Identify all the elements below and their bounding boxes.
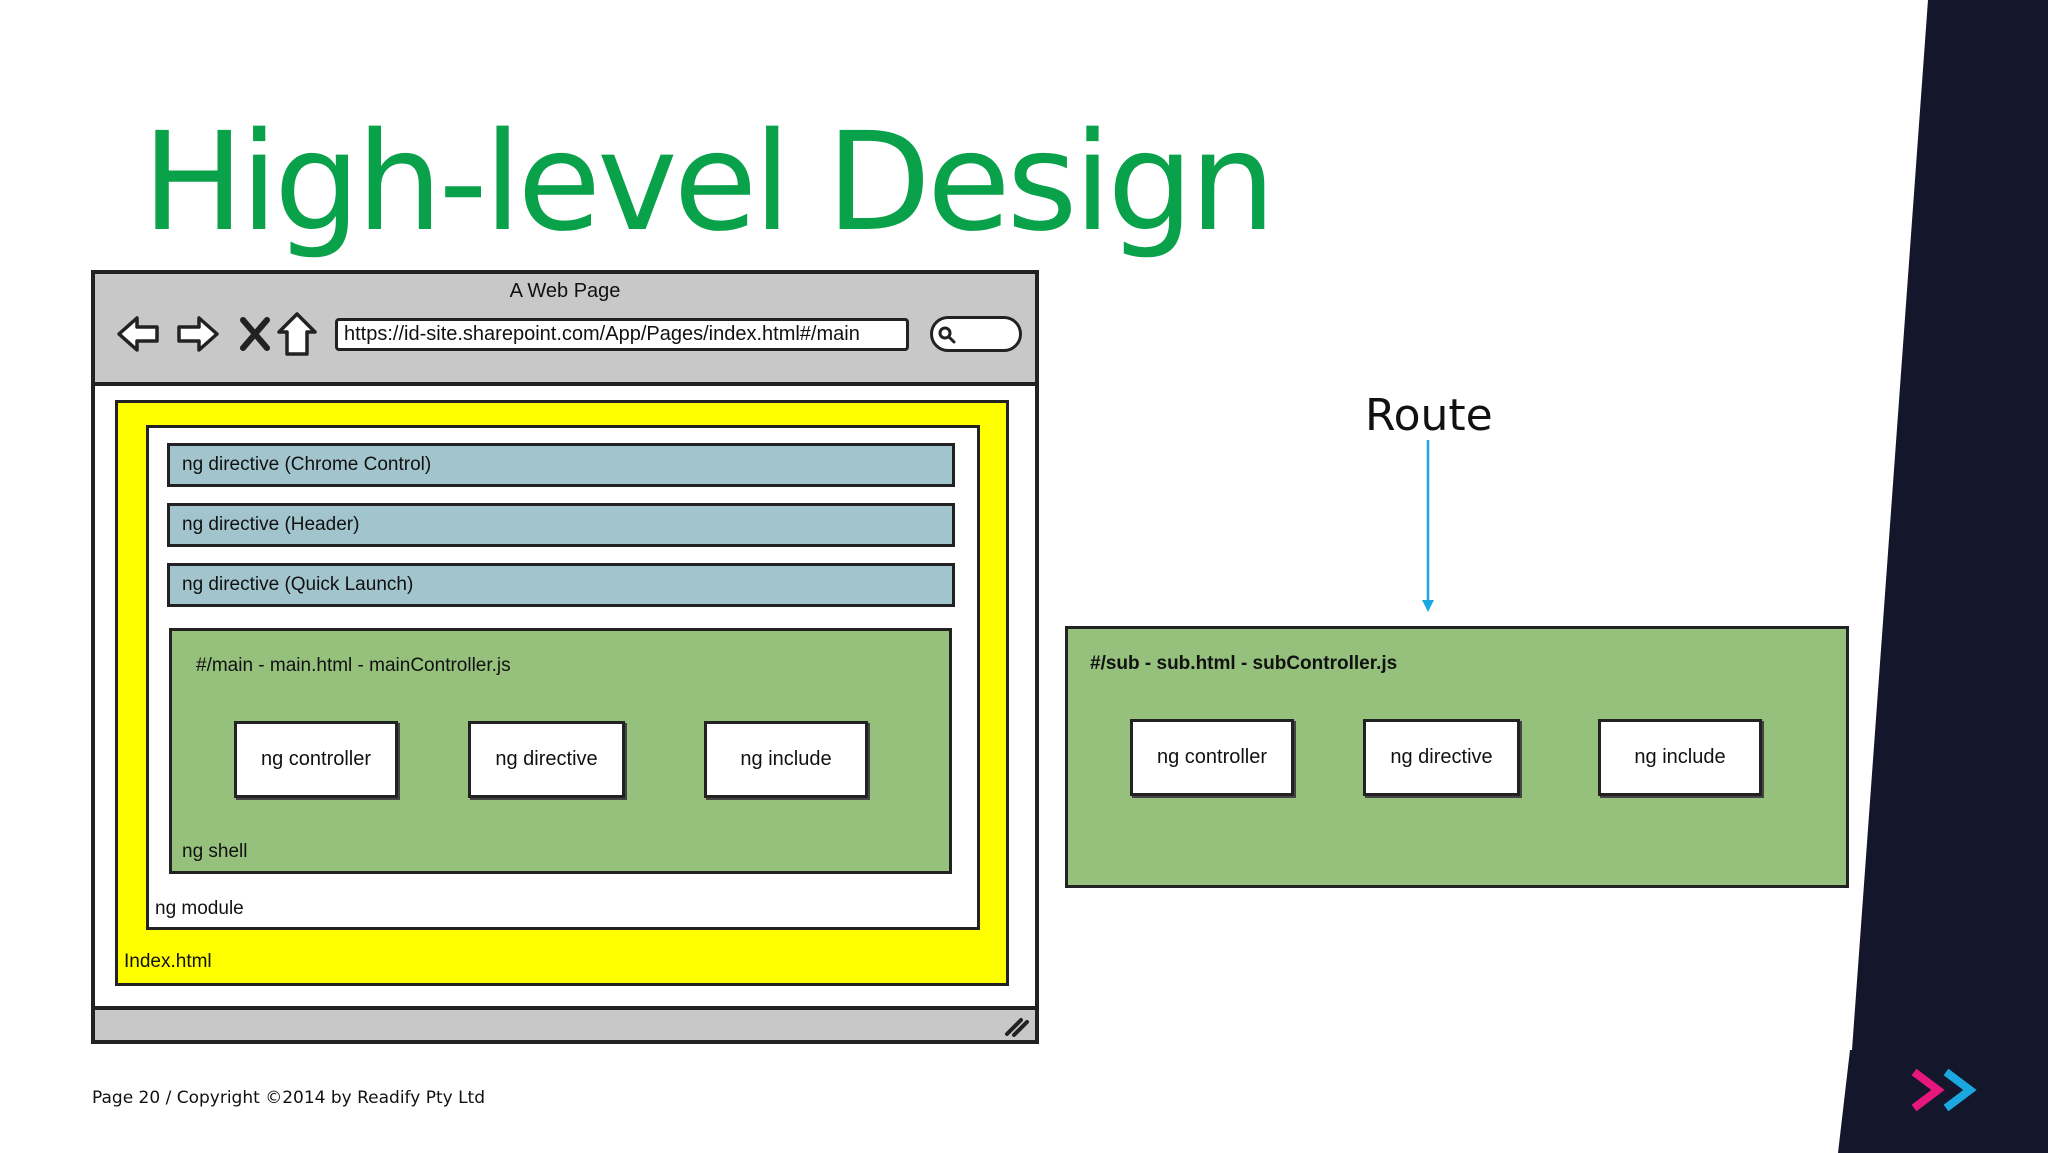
sub-card-ng-controller: ng controller [1130, 719, 1294, 796]
sub-card-ng-include: ng include [1598, 719, 1762, 796]
ng-module-label: ng module [155, 898, 244, 919]
slide-footer: Page 20 / Copyright ©2014 by Readify Pty… [92, 1088, 486, 1108]
card-ng-directive: ng directive [468, 721, 625, 798]
slide-title: High-level Design [142, 104, 1276, 262]
route-arrow-icon [1422, 440, 1434, 612]
forward-arrow-icon [177, 316, 219, 352]
index-html-region: ng directive (Chrome Control) ng directi… [115, 400, 1009, 986]
url-bar[interactable]: https://id-site.sharepoint.com/App/Pages… [335, 318, 909, 351]
resize-grip-icon[interactable] [1003, 1014, 1029, 1038]
sub-route-label: #/sub - sub.html - subController.js [1090, 653, 1398, 674]
card-ng-include: ng include [704, 721, 868, 798]
home-icon [277, 312, 317, 356]
card-ng-controller: ng controller [234, 721, 398, 798]
sub-card-ng-directive: ng directive [1363, 719, 1520, 796]
directive-quick-launch: ng directive (Quick Launch) [167, 563, 955, 607]
main-route-label: #/main - main.html - mainController.js [196, 655, 511, 676]
ng-shell-label: ng shell [182, 841, 248, 862]
readify-double-chevron-logo [1911, 1068, 1977, 1112]
close-icon [240, 317, 270, 351]
index-html-label: Index.html [124, 951, 212, 972]
route-label: Route [1365, 390, 1493, 441]
search-icon [938, 326, 956, 344]
browser-toolbar: A Web Page https://id-site.sharepoint.co… [95, 274, 1035, 386]
directive-chrome-control: ng directive (Chrome Control) [167, 443, 955, 487]
directive-header: ng directive (Header) [167, 503, 955, 547]
browser-window-title: A Web Page [509, 280, 621, 302]
ng-shell-region: #/main - main.html - mainController.js n… [169, 628, 952, 874]
browser-mockup: A Web Page https://id-site.sharepoint.co… [91, 270, 1039, 1044]
back-arrow-icon [117, 316, 159, 352]
sub-route-region: #/sub - sub.html - subController.js ng c… [1065, 626, 1849, 888]
browser-status-bar [95, 1006, 1035, 1040]
ng-module-region: ng directive (Chrome Control) ng directi… [146, 425, 980, 930]
search-field[interactable] [930, 316, 1022, 352]
